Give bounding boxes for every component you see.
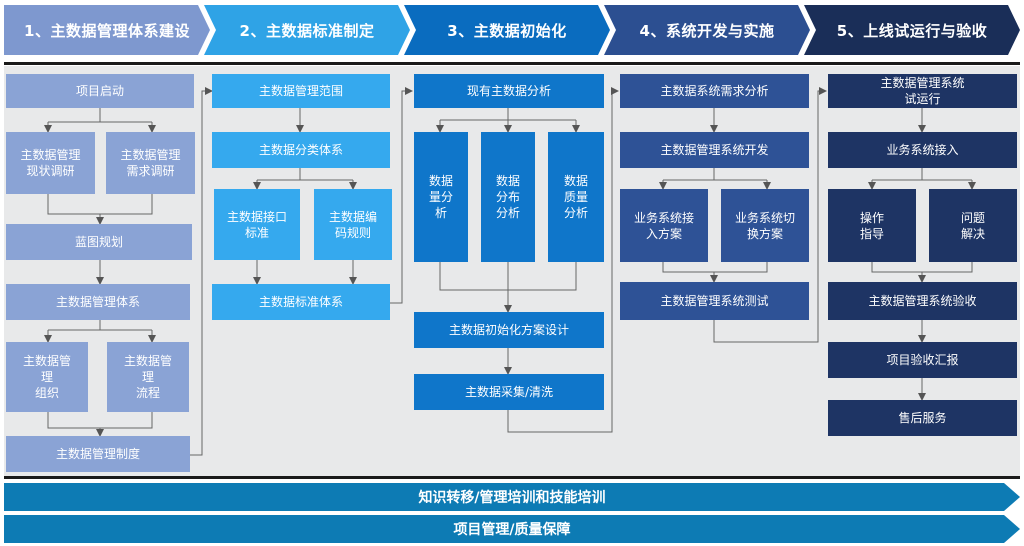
process-box: 主数据管 理 流程: [107, 342, 189, 412]
stage-2-header: 2、主数据标准制定: [204, 5, 410, 55]
after-sales-box: 售后服务: [828, 400, 1017, 436]
current-state-research-box: 主数据管理 现状调研: [6, 132, 95, 194]
standard-system-box: 主数据标准体系: [212, 284, 390, 320]
data-volume-analysis-box: 数据 量分 析: [414, 132, 468, 262]
coding-rule-box: 主数据编 码规则: [314, 189, 392, 260]
project-management-band: 项目管理/质量保障: [4, 515, 1020, 543]
organization-box: 主数据管 理 组织: [6, 342, 88, 412]
acceptance-report-box: 项目验收汇报: [828, 342, 1017, 378]
data-distribution-analysis-box: 数据 分布 分析: [481, 132, 535, 262]
requirements-analysis-box: 主数据系统需求分析: [620, 74, 809, 108]
regulation-box: 主数据管理制度: [6, 436, 190, 472]
stage-1-header: 1、主数据管理体系建设: [4, 5, 210, 55]
initialization-plan-box: 主数据初始化方案设计: [414, 312, 604, 348]
switch-plan-box: 业务系统切 换方案: [721, 189, 809, 262]
system-testing-box: 主数据管理系统测试: [620, 282, 809, 320]
top-divider: [4, 62, 1020, 65]
existing-data-analysis-box: 现有主数据分析: [414, 74, 604, 108]
stage-5-header: 5、上线试运行与验收: [804, 5, 1020, 55]
integration-plan-box: 业务系统接 入方案: [620, 189, 708, 262]
system-acceptance-box: 主数据管理系统验收: [828, 282, 1017, 320]
training-band: 知识转移/管理培训和技能培训: [4, 483, 1020, 511]
collection-cleansing-box: 主数据采集/清洗: [414, 374, 604, 410]
business-access-box: 业务系统接入: [828, 132, 1017, 168]
interface-standard-box: 主数据接口 标准: [214, 189, 300, 260]
problem-solving-box: 问题 解决: [929, 189, 1017, 262]
operation-guidance-box: 操作 指导: [828, 189, 916, 262]
stage-4-header: 4、系统开发与实施: [604, 5, 810, 55]
system-development-box: 主数据管理系统开发: [620, 132, 809, 168]
data-quality-analysis-box: 数据 质量 分析: [548, 132, 604, 262]
demand-research-box: 主数据管理 需求调研: [106, 132, 195, 194]
bottom-divider: [4, 476, 1020, 479]
project-start-box: 项目启动: [6, 74, 194, 108]
classification-box: 主数据分类体系: [212, 132, 390, 168]
blueprint-planning-box: 蓝图规划: [6, 224, 192, 260]
trial-run-box: 主数据管理系统 试运行: [828, 74, 1017, 108]
management-system-box: 主数据管理体系: [6, 284, 190, 320]
stage-3-header: 3、主数据初始化: [404, 5, 610, 55]
scope-box: 主数据管理范围: [212, 74, 390, 108]
